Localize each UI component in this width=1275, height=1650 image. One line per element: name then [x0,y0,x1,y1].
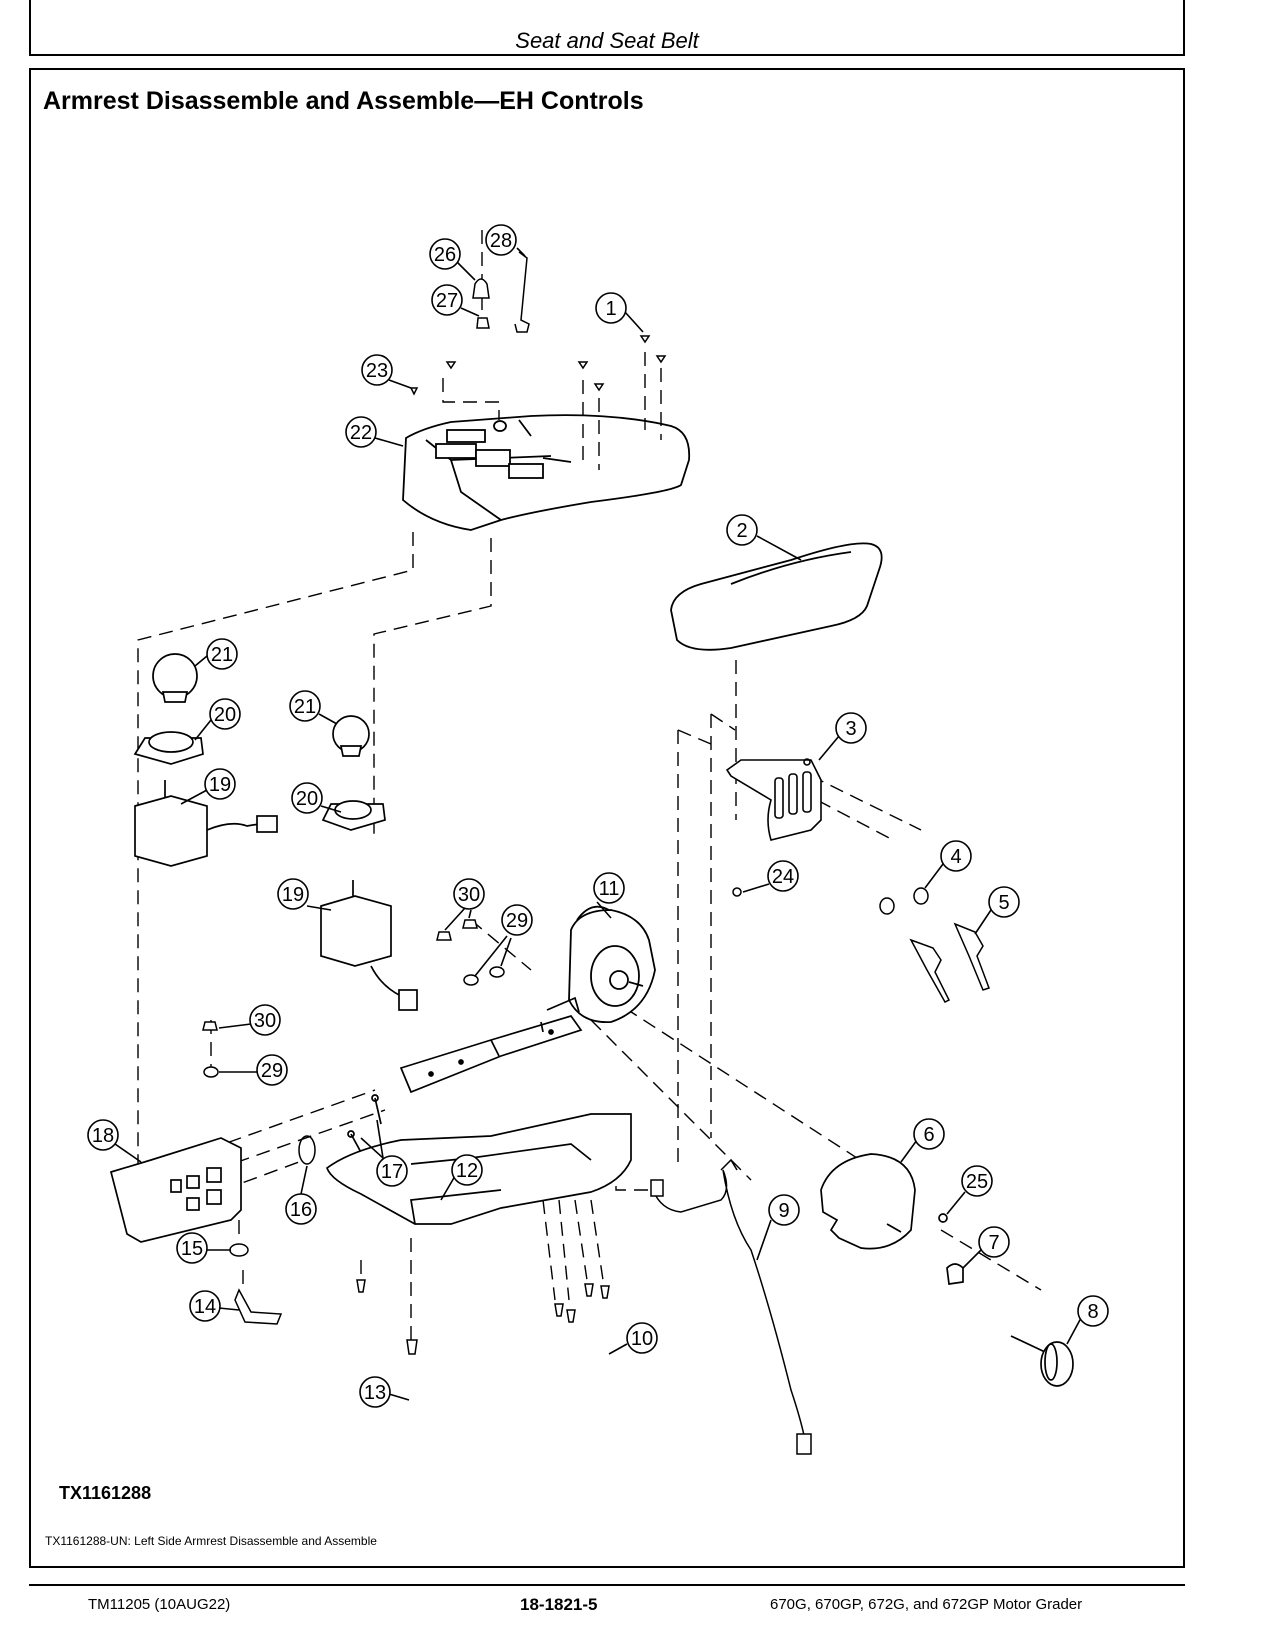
header-box: Seat and Seat Belt [29,0,1185,56]
callout-25: 25 [946,1165,993,1215]
callout-9: 9 [756,1194,800,1261]
callout-label: 17 [381,1161,403,1183]
callout-label: 11 [599,878,620,900]
callout-label: 22 [350,422,372,444]
callout-10: 10 [608,1322,658,1355]
callout-label: 2 [736,520,747,542]
exploded-parts-diagram: 1 2 3 4 5 6 7 8 9 10 11 12 13 14 15 16 1… [87,224,1109,1455]
footer-manual-id: TM11205 (10AUG22) [88,1596,231,1613]
callout-18: 18 [87,1119,142,1163]
callout-19-left: 19 [180,768,236,805]
callout-label: 29 [261,1060,283,1082]
callout-label: 10 [631,1328,653,1350]
callout-label: 21 [211,644,233,666]
callout-11: 11 [593,872,625,919]
figure-caption: TX1161288-UN: Left Side Armrest Disassem… [45,1534,377,1548]
armrest-base-plate [402,414,691,531]
footer-page-number: 18-1821-5 [520,1595,598,1614]
callout-label: 26 [434,244,456,266]
callout-label: 23 [366,360,388,382]
callout-2: 2 [726,514,802,561]
callout-label: 19 [209,774,231,796]
callout-label: 20 [214,704,236,726]
callout-23: 23 [361,354,412,389]
callout-label: 4 [950,846,961,868]
callout-30-upper: 30 [444,878,485,931]
callout-19-center: 19 [277,878,332,911]
callout-label: 21 [294,696,316,718]
callout-21-left: 21 [194,638,238,670]
callout-8: 8 [1066,1295,1109,1345]
adjustment-knob-group [820,1153,1074,1387]
callout-label: 19 [282,884,304,906]
callout-13: 13 [359,1376,410,1408]
callout-label: 30 [254,1010,276,1032]
callout-label: 20 [296,788,318,810]
callout-26: 26 [429,238,476,281]
callout-28: 28 [485,224,526,257]
callout-5: 5 [974,886,1020,935]
callout-label: 7 [988,1232,999,1254]
callout-30-lower: 30 [218,1004,281,1036]
callout-27: 27 [431,284,480,317]
callout-21-center: 21 [289,690,338,725]
callout-22: 22 [345,416,404,448]
callout-label: 8 [1087,1301,1098,1323]
callout-16: 16 [285,1165,317,1225]
adjuster-levers [732,887,990,1003]
callout-3: 3 [818,712,867,761]
callout-24: 24 [742,860,799,893]
callout-label: 1 [605,298,616,320]
callout-20-center: 20 [291,782,342,814]
armrest-bracket [725,758,822,841]
callout-20-left: 20 [194,698,241,741]
section-title: Seat and Seat Belt [515,28,699,53]
callout-label: 27 [436,290,458,312]
callout-7: 7 [962,1226,1010,1269]
callout-4: 4 [924,840,972,889]
page-heading: Armrest Disassemble and Assemble—EH Cont… [43,87,644,115]
callout-label: 13 [364,1382,386,1404]
callout-label: 6 [923,1124,934,1146]
callout-label: 12 [456,1160,478,1182]
callout-label: 16 [290,1199,312,1221]
callout-1: 1 [595,292,644,333]
callout-label: 28 [490,230,512,252]
callout-label: 3 [845,718,856,740]
callout-label: 9 [778,1200,789,1222]
figure-id: TX1161288 [59,1483,152,1503]
callout-29-lower: 29 [219,1054,288,1086]
callout-label: 30 [458,884,480,906]
callout-label: 24 [772,866,794,888]
pivot-assembly [568,905,656,1023]
footer-model-list: 670G, 670GP, 672G, and 672GP Motor Grade… [770,1596,1083,1613]
callouts: 1 2 3 4 5 6 7 8 9 10 11 12 13 14 15 16 1… [87,224,1109,1408]
figure-panel: Armrest Disassemble and Assemble—EH Cont… [29,68,1185,1568]
callout-12: 12 [440,1154,483,1201]
small-hardware [202,919,610,1355]
knob-and-switch [472,251,530,333]
control-housing [109,1137,242,1243]
callout-label: 15 [181,1238,203,1260]
callout-label: 18 [92,1125,114,1147]
callout-17: 17 [360,1119,408,1187]
callout-label: 5 [998,892,1009,914]
callout-label: 14 [194,1296,216,1318]
callout-label: 25 [966,1171,988,1193]
top-screws [409,335,667,396]
wire-harness [650,1158,812,1455]
armrest-pad [670,542,883,651]
callout-6: 6 [900,1118,945,1163]
armrest-rail [347,996,583,1157]
joystick-center [320,715,418,1011]
joystick-left [133,653,278,867]
callout-29-upper: 29 [474,904,533,977]
footer-rule [29,1584,1185,1586]
callout-15: 15 [176,1232,231,1264]
callout-14: 14 [189,1290,240,1322]
callout-label: 29 [506,910,528,932]
